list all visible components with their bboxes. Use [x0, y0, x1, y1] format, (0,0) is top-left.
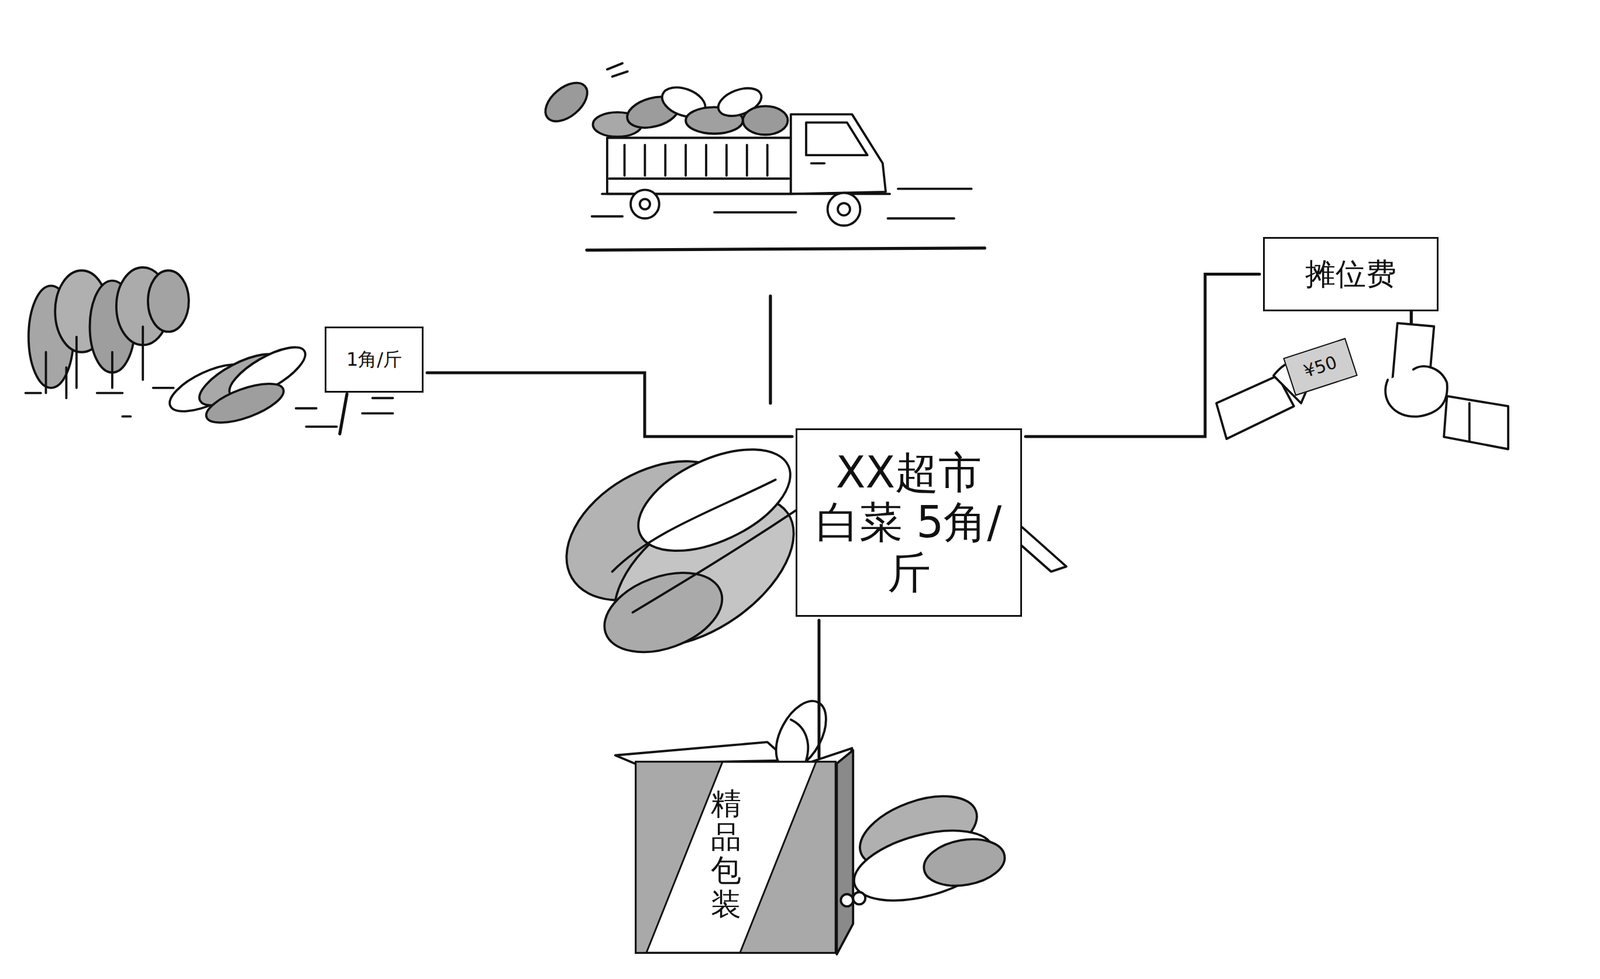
connector-line: [1025, 274, 1260, 438]
box-drawing: [615, 692, 1009, 955]
sign-text: XX超市 白菜 5角/斤: [815, 447, 1003, 597]
sign-board: 摊位费: [1263, 236, 1439, 312]
paying-hands-drawing: [1216, 311, 1509, 449]
sign-board: XX超市 白菜 5角/斤: [795, 428, 1023, 617]
sign-text: 1角/斤: [346, 348, 402, 371]
vertical-label: 精品包装: [710, 786, 742, 921]
connector-line: [427, 372, 793, 437]
box-node: 精品包装: [634, 760, 837, 954]
truck-drawing: [538, 63, 985, 250]
sign-text: 摊位费: [1305, 256, 1397, 292]
banknote: ¥50: [1282, 337, 1358, 396]
sign-text: ¥50: [1301, 352, 1340, 383]
connector-line: [817, 620, 821, 758]
sign-board: 1角/斤: [324, 326, 424, 393]
cabbage-drawing: [542, 428, 1067, 676]
leader-line: [768, 296, 772, 404]
